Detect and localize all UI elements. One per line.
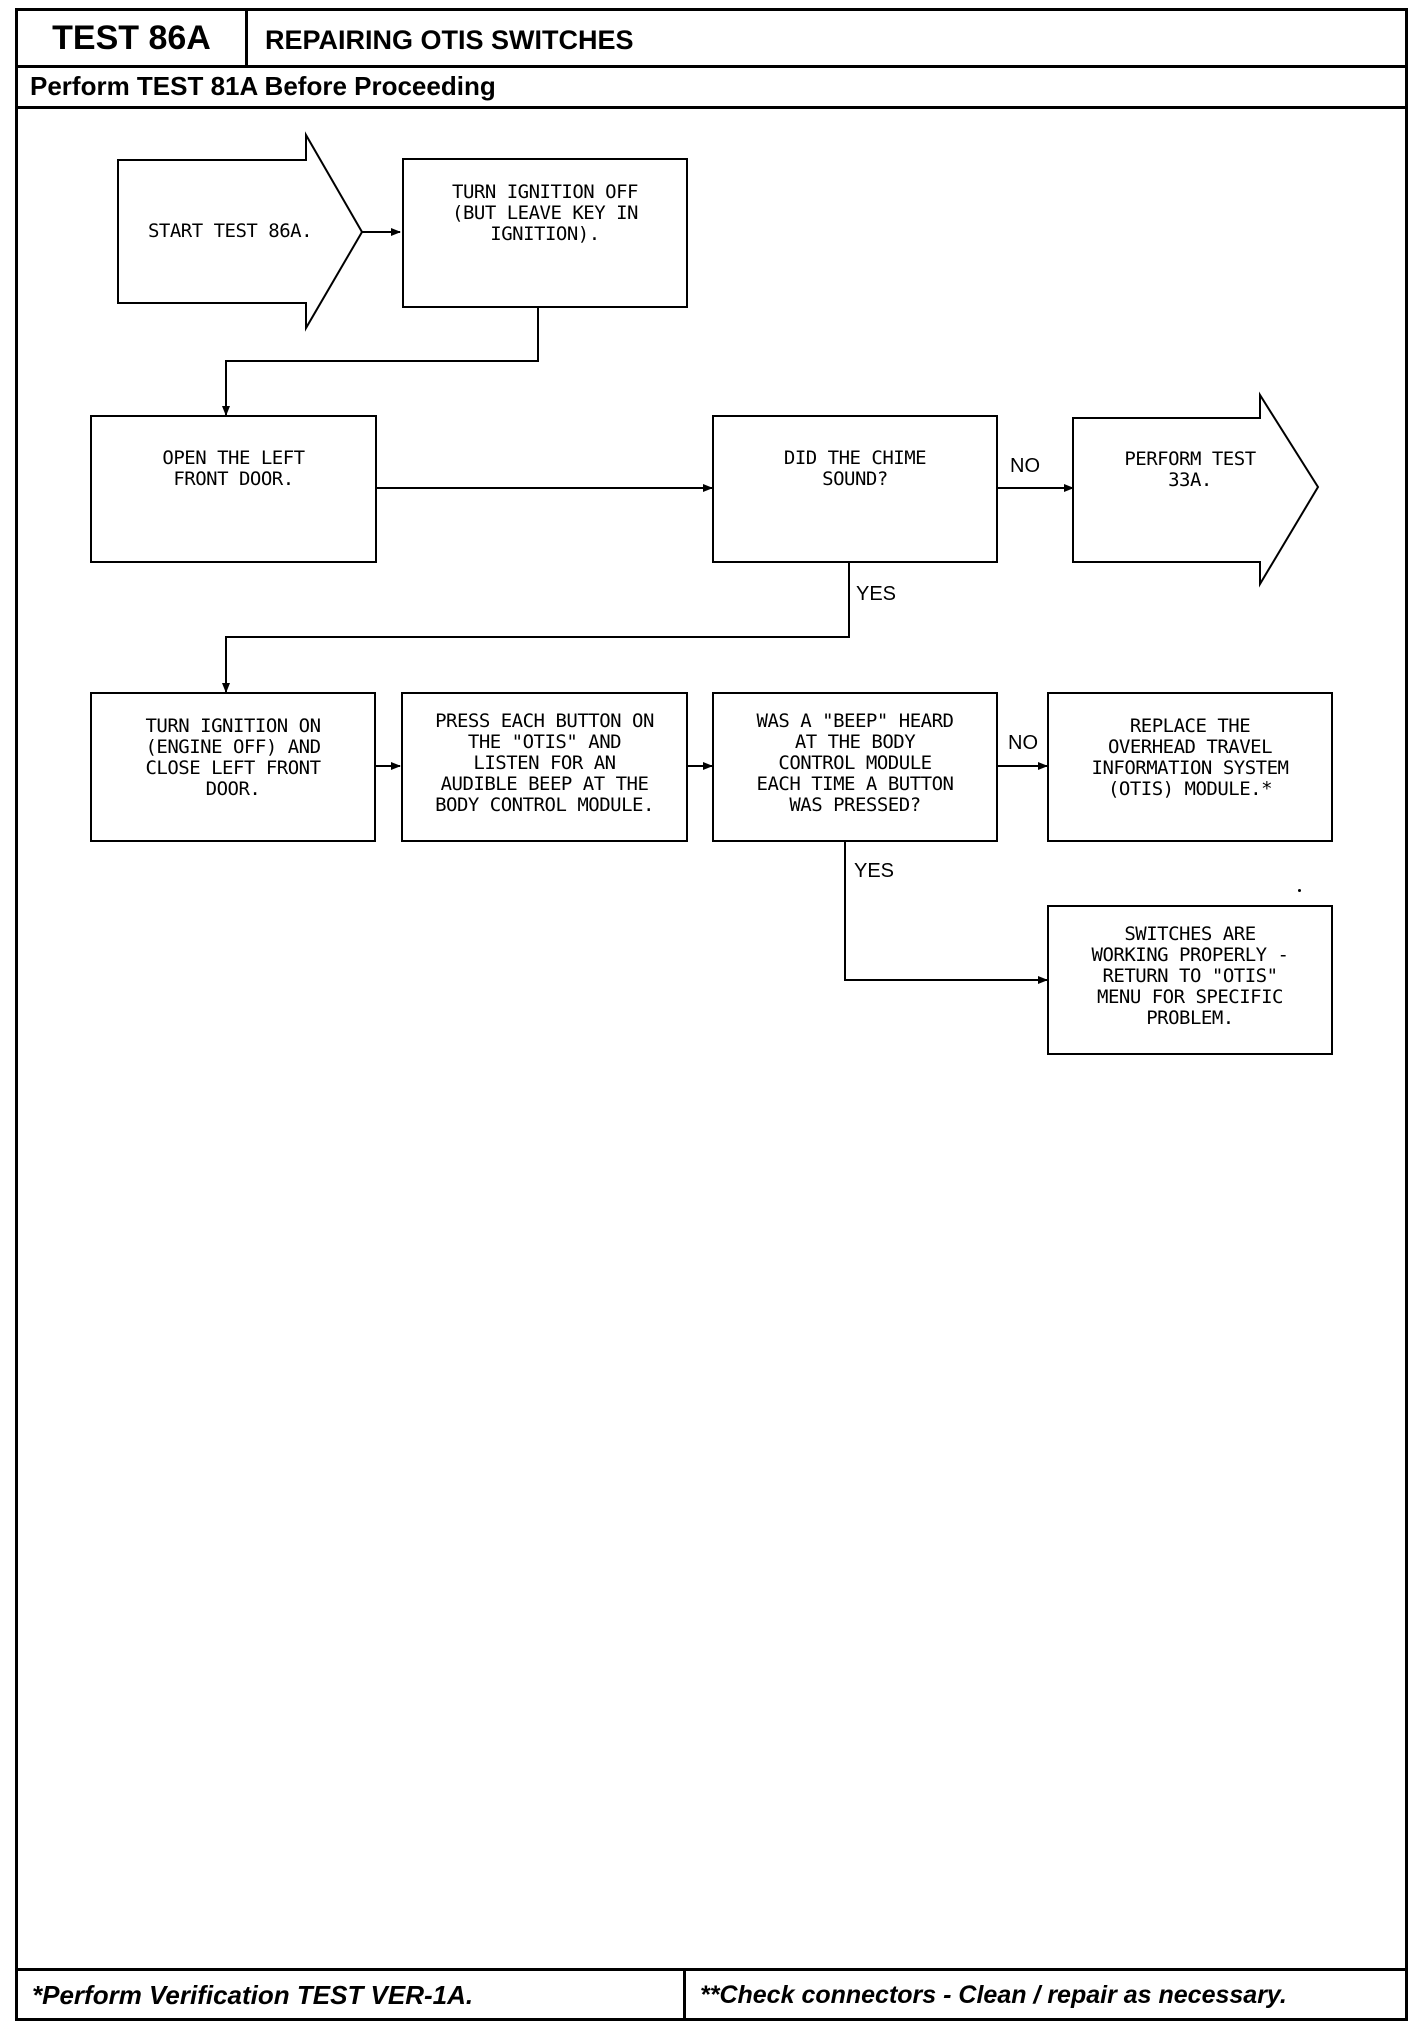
decision-chime-text: DID THE CHIME SOUND? [783,447,927,490]
step-ignition-on-text: TURN IGNITION ON (ENGINE OFF) AND CLOSE … [145,715,321,800]
subtitle-divider [18,106,1405,109]
outcome-replace-module: REPLACE THE OVERHEAD TRAVEL INFORMATION … [1047,692,1333,842]
label-no-beep: NO [1008,732,1038,754]
outcome-test-33a: PERFORM TEST 33A. [1085,418,1295,562]
step-ignition-on: TURN IGNITION ON (ENGINE OFF) AND CLOSE … [90,692,376,842]
step-ignition-off: TURN IGNITION OFF (BUT LEAVE KEY IN IGNI… [402,158,688,308]
outcome-replace-module-text: REPLACE THE OVERHEAD TRAVEL INFORMATION … [1091,715,1289,800]
page-frame [15,8,1408,2021]
stray-dot [1298,889,1301,892]
test-33a-arrow-shape [1072,391,1320,588]
label-yes-chime: YES [856,583,897,605]
footer-connector-note: **Check connectors - Clean / repair as n… [700,1981,1287,2009]
outcome-switches-working: SWITCHES ARE WORKING PROPERLY - RETURN T… [1047,905,1333,1055]
label-no-chime: NO [1010,455,1040,477]
header-divider [18,65,1405,68]
outcome-test-33a-text: PERFORM TEST 33A. [1124,448,1256,491]
prerequisite-note: Perform TEST 81A Before Proceeding [30,71,496,101]
decision-beep-text: WAS A "BEEP" HEARD AT THE BODY CONTROL M… [756,709,954,816]
footer-column-divider [683,1970,686,2020]
start-step: START TEST 86A. [130,160,330,303]
decision-chime: DID THE CHIME SOUND? [712,415,998,563]
test-id: TEST 86A [18,11,248,65]
outcome-switches-working-text: SWITCHES ARE WORKING PROPERLY - RETURN T… [1091,922,1289,1029]
start-arrow-shape [117,131,364,332]
decision-beep: WAS A "BEEP" HEARD AT THE BODY CONTROL M… [712,692,998,842]
step-press-buttons-text: PRESS EACH BUTTON ON THE "OTIS" AND LIST… [435,709,654,816]
step-ignition-off-text: TURN IGNITION OFF (BUT LEAVE KEY IN IGNI… [452,180,638,245]
step-open-door: OPEN THE LEFT FRONT DOOR. [90,415,377,563]
footer-verification-note: *Perform Verification TEST VER-1A. [32,1980,474,2010]
start-step-text: START TEST 86A. [147,220,313,242]
label-yes-beep: YES [854,860,895,882]
step-press-buttons: PRESS EACH BUTTON ON THE "OTIS" AND LIST… [401,692,688,842]
step-open-door-text: OPEN THE LEFT FRONT DOOR. [162,447,305,490]
footer-divider [18,1968,1405,1971]
page-title: REPAIRING OTIS SWITCHES [265,25,634,55]
